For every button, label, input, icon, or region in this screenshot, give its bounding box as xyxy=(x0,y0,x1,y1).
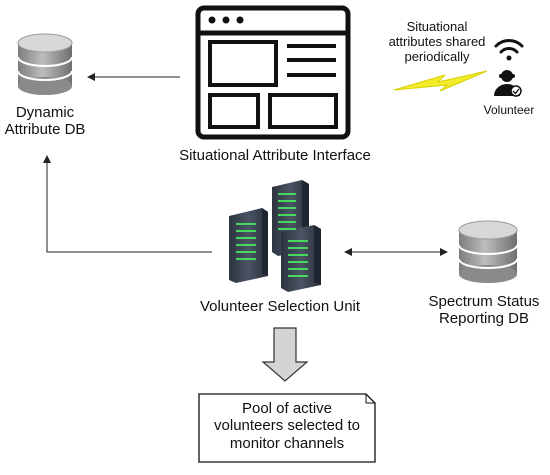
interface-label: Situational Attribute Interface xyxy=(179,147,371,164)
pool-label: Pool of active volunteers selected to mo… xyxy=(199,400,375,452)
shared-annotation-line2: attributes shared xyxy=(388,33,486,49)
pool-label-line3: monitor channels xyxy=(229,434,345,452)
spectrum-db-label-line1: Spectrum Status xyxy=(428,293,540,310)
lightning-bolt-icon xyxy=(393,70,488,92)
server-rack-icon xyxy=(229,180,321,292)
database-icon xyxy=(458,220,518,283)
browser-window-icon xyxy=(195,5,351,140)
spectrum-db-label: Spectrum Status Reporting DB xyxy=(418,293,550,328)
dynamic-db-label-line2: Attribute DB xyxy=(4,121,86,139)
user-check-icon xyxy=(494,70,522,97)
pool-label-line2: volunteers selected to xyxy=(214,417,360,435)
dynamic-db-label-line1: Dynamic xyxy=(15,104,75,121)
shared-annotation-line1: Situational xyxy=(406,19,468,34)
pool-label-line1: Pool of active xyxy=(241,400,333,417)
block-arrow-down xyxy=(261,327,309,382)
wifi-icon xyxy=(494,39,524,61)
database-icon xyxy=(17,33,73,95)
volunteer-label: Volunteer xyxy=(483,103,535,117)
selection-unit-label: Volunteer Selection Unit xyxy=(199,298,361,315)
dynamic-db-label: Dynamic Attribute DB xyxy=(0,104,100,139)
spectrum-db-label-line2: Reporting DB xyxy=(438,310,530,328)
pool-box xyxy=(198,393,376,463)
selection-unit-to-dynamic-db-arrow xyxy=(43,155,212,253)
shared-annotation: Situational attributes shared periodical… xyxy=(374,19,500,65)
shared-annotation-line3: periodically xyxy=(404,48,470,64)
